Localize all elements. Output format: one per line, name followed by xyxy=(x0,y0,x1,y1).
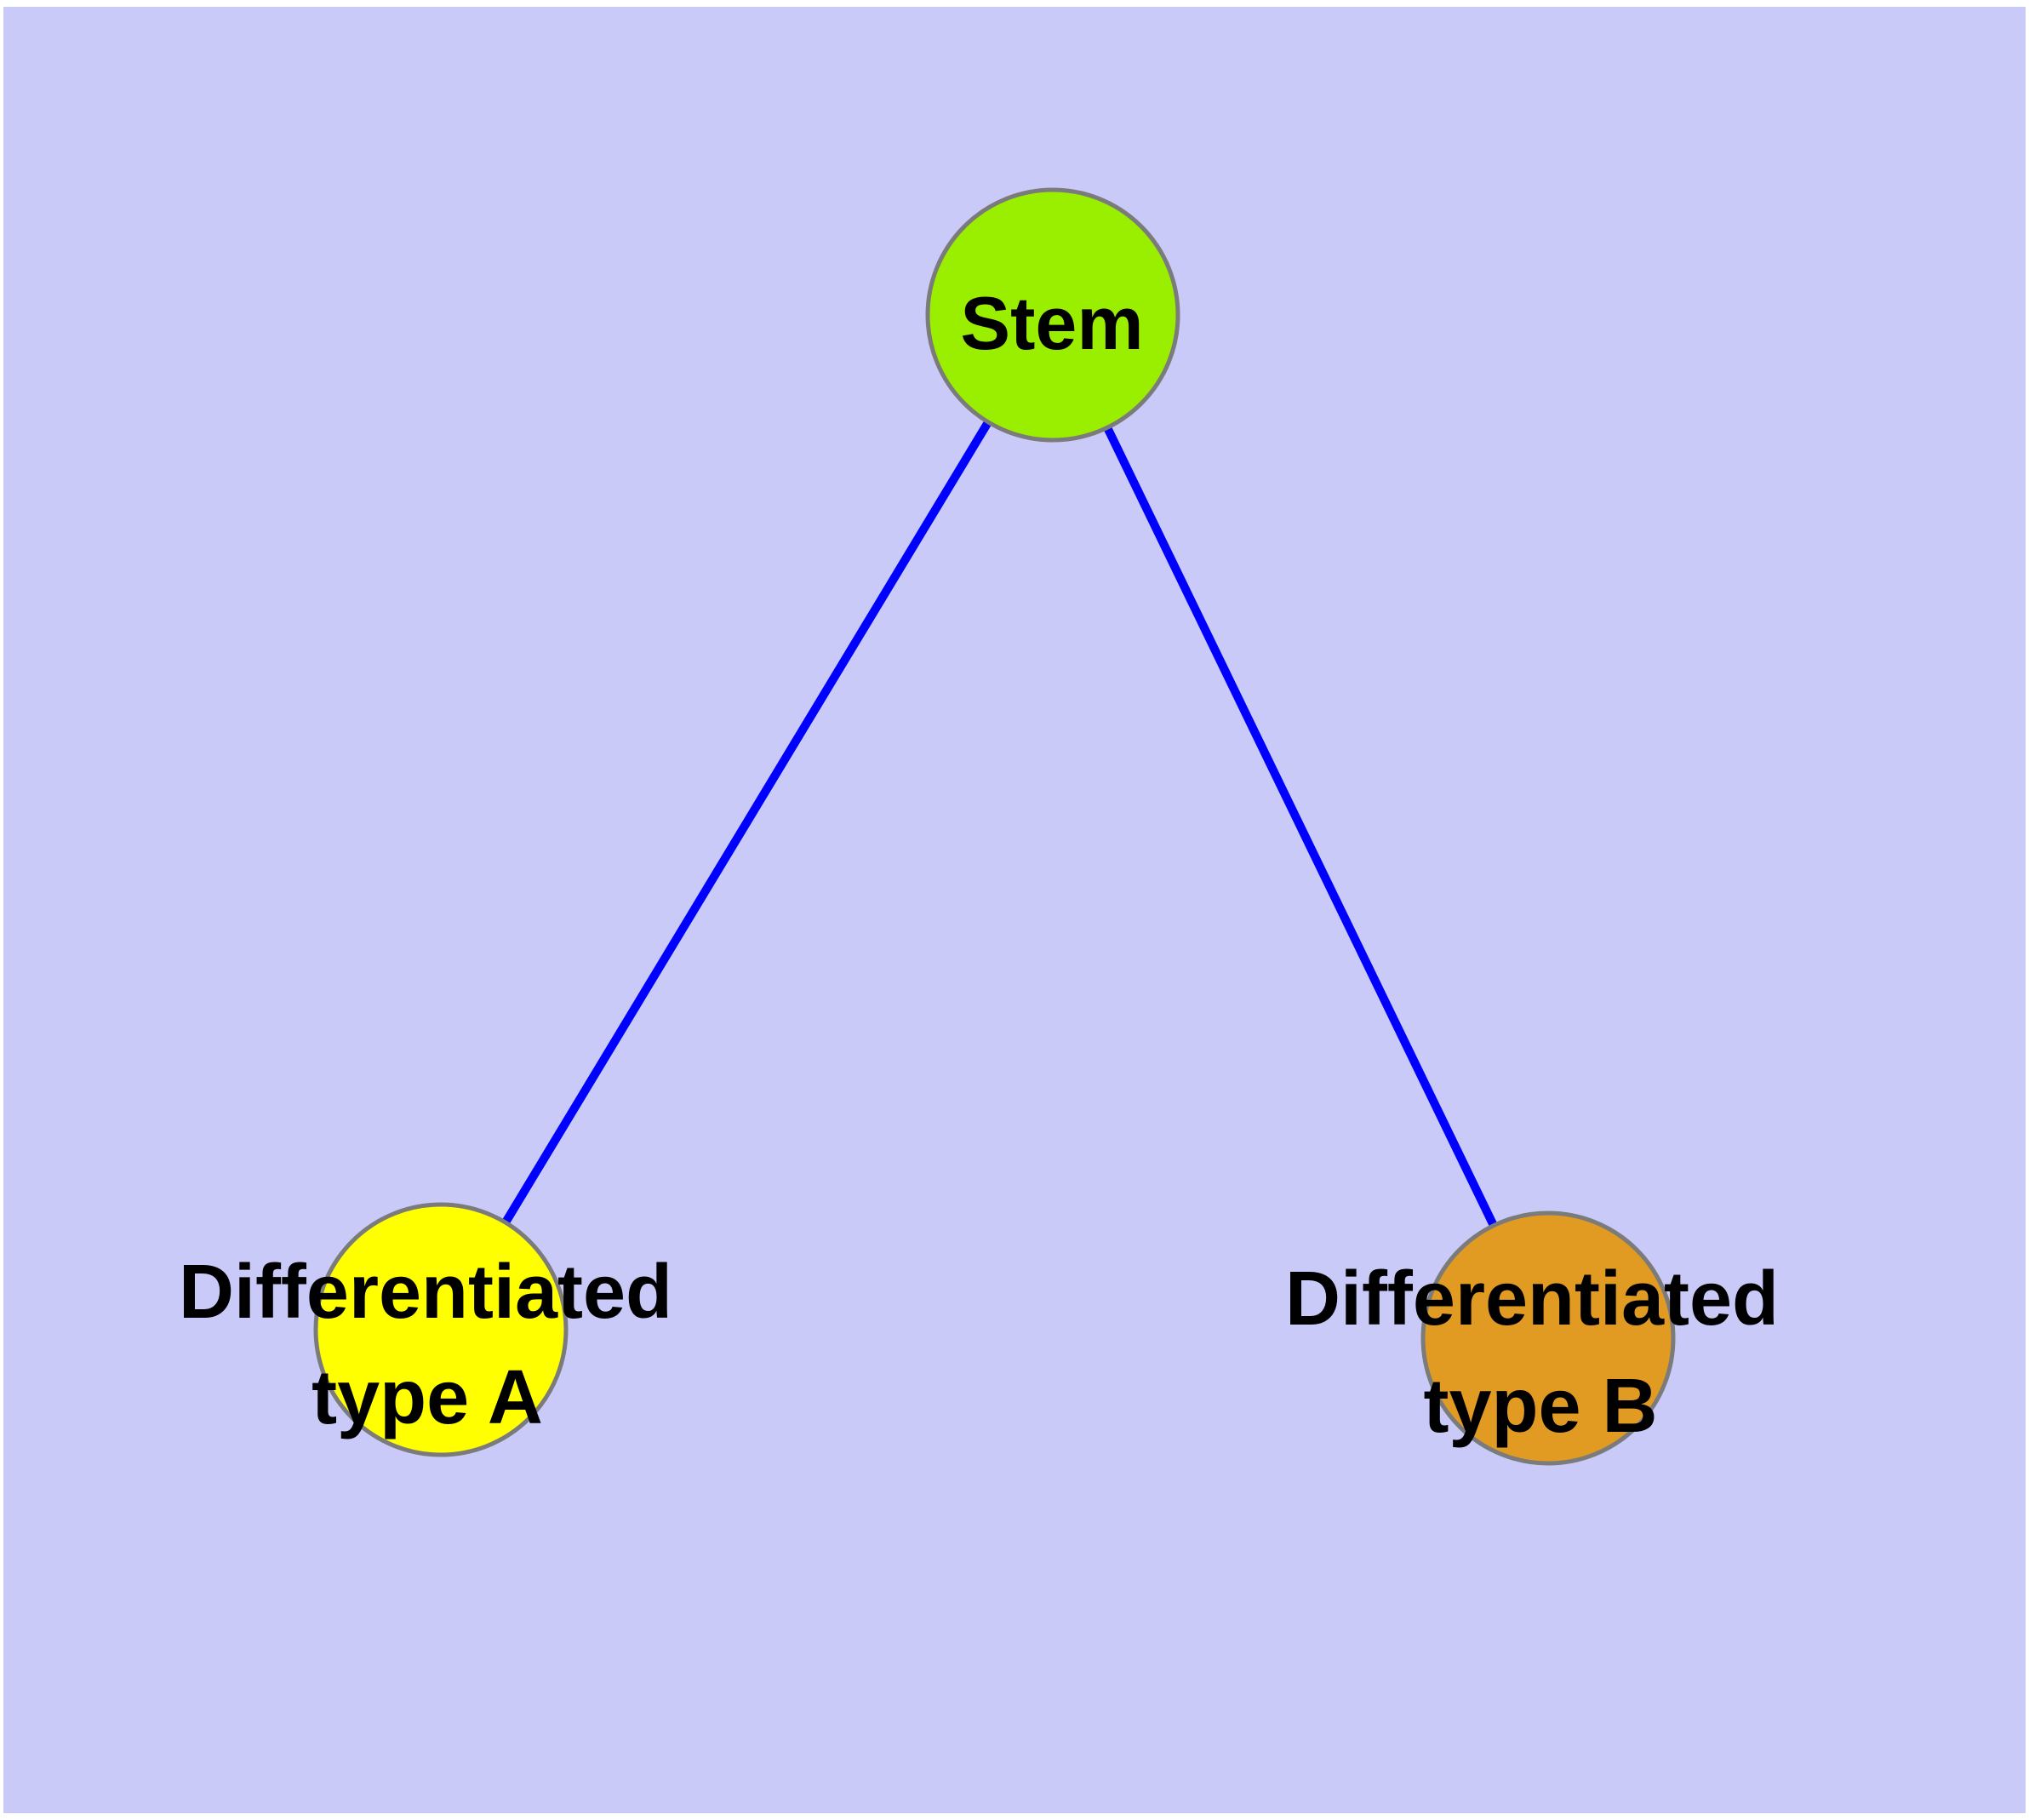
edge-stem-to-type-b xyxy=(1049,312,1552,1341)
node-stem xyxy=(925,187,1180,443)
edge-stem-to-type-a xyxy=(437,312,1057,1332)
node-type-a-label-line1: Differentiated xyxy=(179,1250,672,1335)
node-differentiated-type-a xyxy=(313,1202,569,1457)
node-type-b-label-line1: Differentiated xyxy=(1285,1256,1779,1342)
node-differentiated-type-b xyxy=(1420,1210,1676,1466)
node-type-a-label-line2: type A xyxy=(311,1355,543,1440)
node-type-b-label-line2: type B xyxy=(1423,1364,1657,1449)
node-stem-label: Stem xyxy=(960,281,1143,365)
